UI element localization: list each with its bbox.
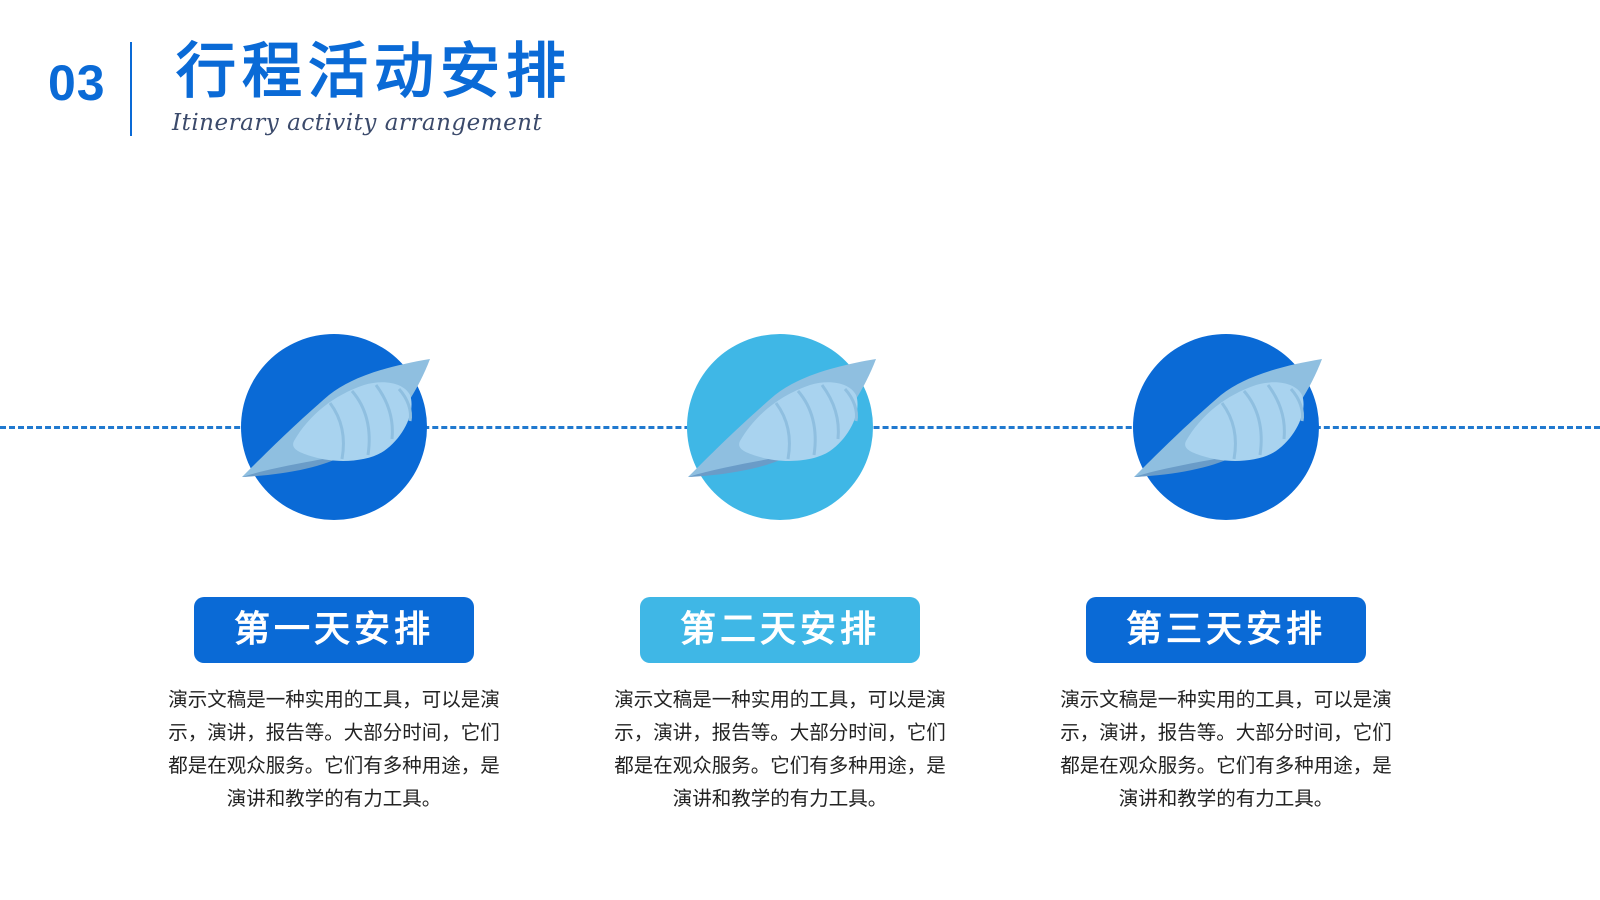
seashell-icon <box>688 359 876 477</box>
seashell-icon <box>1134 359 1322 477</box>
section-number: 03 <box>48 55 106 111</box>
day-1-label: 第一天安排 <box>194 597 474 663</box>
day-2-description: 演示文稿是一种实用的工具，可以是演示，演讲，报告等。大部分时间，它们都是在观众服… <box>614 688 946 810</box>
day-1-description: 演示文稿是一种实用的工具，可以是演示，演讲，报告等。大部分时间，它们都是在观众服… <box>168 688 500 810</box>
page-subtitle: Itinerary activity arrangement <box>172 110 543 136</box>
stage-day-3: 第三天安排 演示文稿是一种实用的工具，可以是演示，演讲，报告等。大部分时间，它们… <box>1016 0 1436 900</box>
day-3-description: 演示文稿是一种实用的工具，可以是演示，演讲，报告等。大部分时间，它们都是在观众服… <box>1060 688 1392 810</box>
seashell-icon <box>242 359 430 477</box>
header-divider <box>130 42 132 136</box>
day-2-label: 第二天安排 <box>640 597 920 663</box>
page-title: 行程活动安排 <box>176 37 572 107</box>
stage-day-2: 第二天安排 演示文稿是一种实用的工具，可以是演示，演讲，报告等。大部分时间，它们… <box>570 0 990 900</box>
stage-day-1: 第一天安排 演示文稿是一种实用的工具，可以是演示，演讲，报告等。大部分时间，它们… <box>124 0 544 900</box>
day-3-label: 第三天安排 <box>1086 597 1366 663</box>
